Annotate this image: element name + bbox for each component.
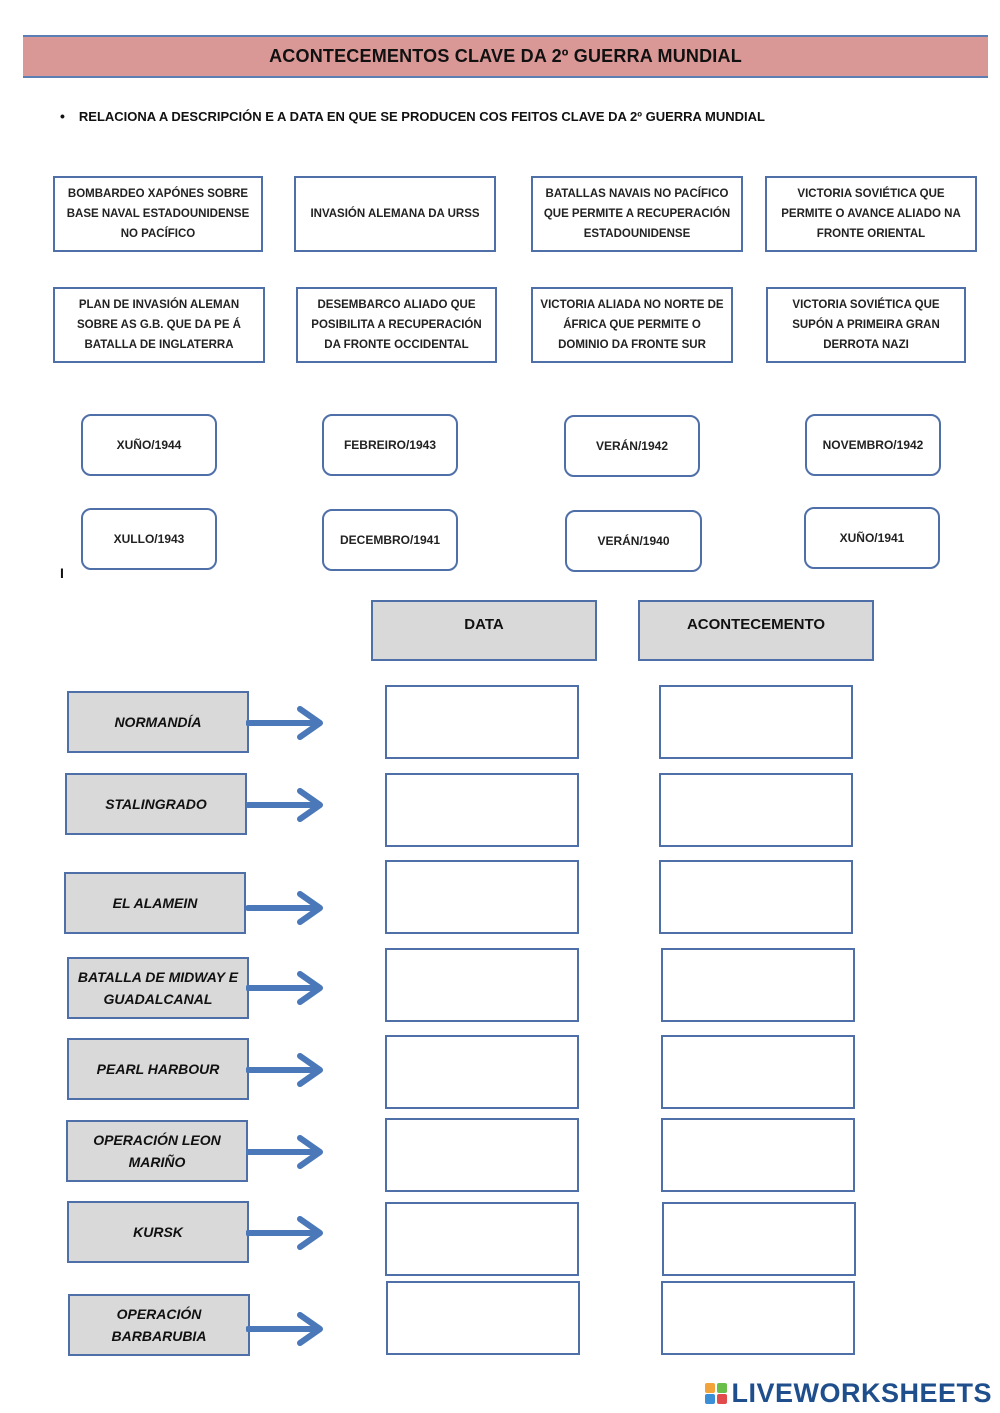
description-card[interactable]: BATALLAS NAVAIS NO PACÍFICO QUE PERMITE … xyxy=(531,176,743,252)
row-label: EL ALAMEIN xyxy=(64,872,246,934)
event-answer-box[interactable] xyxy=(661,1281,855,1355)
arrow-right-icon xyxy=(246,788,323,822)
row-label: PEARL HARBOUR xyxy=(67,1038,249,1100)
description-card[interactable]: INVASIÓN ALEMANA DA URSS xyxy=(294,176,496,252)
instruction-text: RELACIONA A DESCRIPCIÓN E A DATA EN QUE … xyxy=(78,108,765,124)
bullet-icon: • xyxy=(60,108,65,124)
arrow-right-icon xyxy=(246,706,323,740)
date-card[interactable]: XULLO/1943 xyxy=(81,508,217,570)
date-card[interactable]: NOVEMBRO/1942 xyxy=(805,414,941,476)
row-label: OPERACIÓN BARBARUBIA xyxy=(68,1294,250,1356)
event-answer-box[interactable] xyxy=(661,1118,855,1192)
row-label: STALINGRADO xyxy=(65,773,247,835)
data-answer-box[interactable] xyxy=(385,1035,579,1109)
arrow-right-icon xyxy=(246,971,323,1005)
date-card[interactable]: FEBREIRO/1943 xyxy=(322,414,458,476)
description-card[interactable]: PLAN DE INVASIÓN ALEMAN SOBRE AS G.B. QU… xyxy=(53,287,265,363)
column-header-data: DATA xyxy=(371,600,597,661)
description-card[interactable]: VICTORIA SOVIÉTICA QUE PERMITE O AVANCE … xyxy=(765,176,977,252)
date-card[interactable]: DECEMBRO/1941 xyxy=(322,509,458,571)
data-answer-box[interactable] xyxy=(385,685,579,759)
event-answer-box[interactable] xyxy=(659,685,853,759)
row-label: BATALLA DE MIDWAY E GUADALCANAL xyxy=(67,957,249,1019)
data-answer-box[interactable] xyxy=(385,948,579,1022)
data-answer-box[interactable] xyxy=(385,1202,579,1276)
event-answer-box[interactable] xyxy=(659,860,853,934)
title-bar: ACONTECEMENTOS CLAVE DA 2º GUERRA MUNDIA… xyxy=(23,35,988,78)
description-card[interactable]: DESEMBARCO ALIADO QUE POSIBILITA A RECUP… xyxy=(296,287,497,363)
row-label: OPERACIÓN LEON MARIÑO xyxy=(66,1120,248,1182)
arrow-right-icon xyxy=(246,1053,323,1087)
liveworksheets-icon xyxy=(705,1382,727,1405)
arrow-right-icon xyxy=(246,891,323,925)
event-answer-box[interactable] xyxy=(661,1035,855,1109)
column-header-event: ACONTECEMENTO xyxy=(638,600,874,661)
description-card[interactable]: VICTORIA SOVIÉTICA QUE SUPÓN A PRIMEIRA … xyxy=(766,287,966,363)
brand-logo: LIVEWORKSHEETS xyxy=(705,1378,992,1409)
date-card[interactable]: XUÑO/1941 xyxy=(804,507,940,569)
data-answer-box[interactable] xyxy=(386,1281,580,1355)
data-answer-box[interactable] xyxy=(385,773,579,847)
event-answer-box[interactable] xyxy=(661,948,855,1022)
description-card[interactable]: BOMBARDEO XAPÓNES SOBRE BASE NAVAL ESTAD… xyxy=(53,176,263,252)
arrow-right-icon xyxy=(246,1135,323,1169)
row-label: KURSK xyxy=(67,1201,249,1263)
date-card[interactable]: XUÑO/1944 xyxy=(81,414,217,476)
date-card[interactable]: VERÁN/1942 xyxy=(564,415,700,477)
event-answer-box[interactable] xyxy=(662,1202,856,1276)
event-answer-box[interactable] xyxy=(659,773,853,847)
stray-mark: I xyxy=(60,565,64,581)
brand-text: LIVEWORKSHEETS xyxy=(731,1378,992,1408)
data-answer-box[interactable] xyxy=(385,860,579,934)
arrow-right-icon xyxy=(246,1216,323,1250)
date-card[interactable]: VERÁN/1940 xyxy=(565,510,702,572)
description-card[interactable]: VICTORIA ALIADA NO NORTE DE ÁFRICA QUE P… xyxy=(531,287,733,363)
row-label: NORMANDÍA xyxy=(67,691,249,753)
arrow-right-icon xyxy=(246,1312,323,1346)
page-title: ACONTECEMENTOS CLAVE DA 2º GUERRA MUNDIA… xyxy=(269,46,742,66)
instruction: • RELACIONA A DESCRIPCIÓN E A DATA EN QU… xyxy=(60,108,765,124)
data-answer-box[interactable] xyxy=(385,1118,579,1192)
